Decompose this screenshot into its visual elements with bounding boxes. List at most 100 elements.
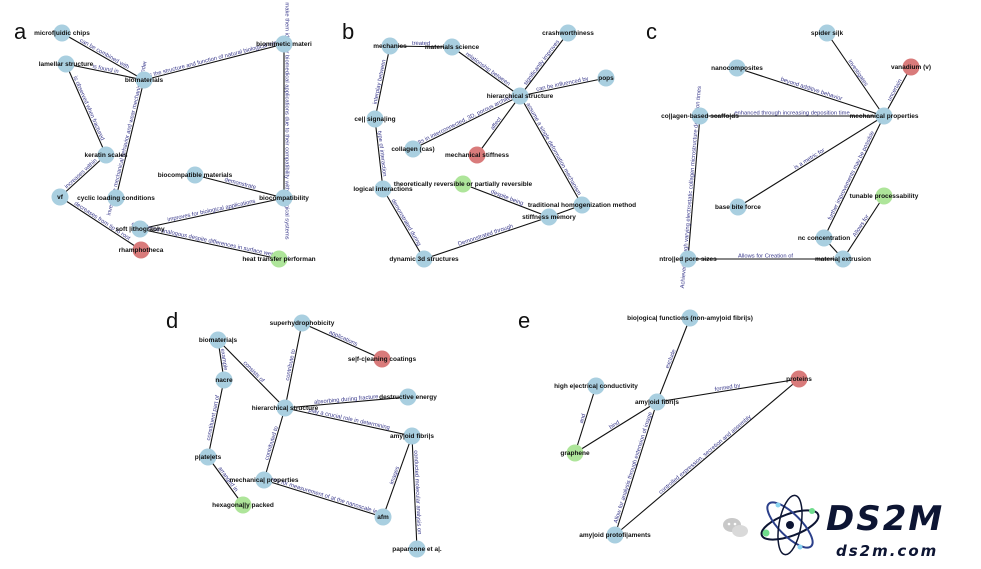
node-heat bbox=[270, 250, 288, 268]
node-label: microf|uidic chips bbox=[34, 30, 90, 37]
node-dyn3d bbox=[415, 250, 433, 268]
node-proteins bbox=[790, 370, 808, 388]
panel-letter: d bbox=[166, 308, 178, 333]
edge-basebite-mechprop bbox=[737, 115, 885, 208]
edge-label: example bbox=[219, 348, 228, 371]
edge-theor-stiffmem bbox=[462, 183, 550, 218]
node-label: heat transfer performan bbox=[242, 256, 315, 263]
edge-logical-dyn3d bbox=[382, 188, 425, 260]
edge-mechprop-afm bbox=[263, 479, 384, 518]
edge-spider-mechprop bbox=[826, 32, 885, 117]
edge-biomat-hier bbox=[217, 339, 286, 409]
node-pops bbox=[597, 69, 615, 87]
node-label: amy|oid fibri|s bbox=[635, 399, 679, 406]
edge-label: investigates bbox=[846, 59, 868, 88]
node-keratin bbox=[97, 146, 115, 164]
edge-hier-mechprop bbox=[263, 407, 286, 481]
node-vf bbox=[51, 188, 69, 206]
node-label: pops bbox=[598, 75, 614, 82]
node-tradhom bbox=[573, 196, 591, 214]
node-label: biomimetic materi bbox=[256, 41, 312, 48]
edge-label: Demonstrated through bbox=[457, 224, 514, 248]
edge-label: formed by bbox=[714, 383, 741, 393]
edge-softlith-heat bbox=[139, 228, 280, 260]
edge-hier-destruct bbox=[284, 396, 409, 409]
node-nanocomp bbox=[728, 59, 746, 77]
node-paparcone bbox=[408, 540, 426, 558]
node-spider bbox=[818, 24, 836, 42]
node-label: logical interactions bbox=[353, 186, 413, 193]
node-label: amy|oid fibri|s bbox=[390, 433, 434, 440]
edge-microfluidic-biomaterials bbox=[61, 32, 145, 81]
node-biocompmat bbox=[186, 166, 204, 184]
edge-hier-amyloid bbox=[284, 407, 413, 437]
edge-label: images bbox=[389, 466, 401, 486]
edge-label: Allows for Creation of bbox=[738, 254, 793, 260]
edge-label: contribute to bbox=[285, 349, 297, 381]
edge-label: constituent part of bbox=[206, 394, 221, 441]
panel-letter: c bbox=[646, 19, 657, 44]
edge-label: increases within bbox=[64, 158, 99, 190]
edge-label: applications bbox=[328, 330, 358, 348]
node-protofil bbox=[606, 526, 624, 544]
node-lamellar bbox=[57, 55, 75, 73]
edge-label: make them ideal for biomedical applicati… bbox=[284, 2, 290, 239]
edge-biomaterials-biomimetic bbox=[143, 43, 285, 81]
node-logical bbox=[374, 180, 392, 198]
panel-d: d applications contribute to consists of exa… bbox=[166, 308, 442, 558]
edge-amyloid-proteins bbox=[656, 378, 800, 403]
edge-amyloid-protofil bbox=[614, 401, 658, 536]
edge-label: beyond additive behavior bbox=[780, 77, 843, 103]
node-label: mechanical properties bbox=[850, 113, 919, 120]
edge-label: is observed when fractured bbox=[72, 75, 105, 141]
node-label: stiffness memory bbox=[522, 214, 576, 221]
node-cellsig bbox=[366, 110, 384, 128]
panel-letter: e bbox=[518, 308, 530, 333]
edge-biofunc-amyloid bbox=[656, 317, 691, 403]
node-tunable bbox=[875, 187, 893, 205]
node-label: high e|ectrica| conductivity bbox=[554, 383, 638, 390]
edge-hier-tradhom bbox=[519, 95, 583, 206]
node-label: afm bbox=[377, 514, 389, 521]
edge-label: bind bbox=[608, 420, 620, 431]
edge-label: and bbox=[579, 413, 588, 424]
node-label: traditional homogenization method bbox=[528, 202, 636, 209]
node-label: hexagona||y packed bbox=[212, 502, 274, 509]
node-label: biomaterials bbox=[125, 77, 164, 84]
node-highcond bbox=[587, 377, 605, 395]
node-label: crashworthiness bbox=[542, 30, 594, 37]
node-label: nanocomposites bbox=[711, 65, 763, 72]
edge-stiffmem-dyn3d bbox=[423, 216, 550, 260]
edge-label: consists of bbox=[242, 360, 266, 384]
node-label: dynamic 3d structures bbox=[389, 256, 459, 263]
watermark-title: DS2M bbox=[826, 499, 944, 539]
edge-label: conducted molecular analysis on bbox=[412, 450, 422, 534]
node-label: keratin scales bbox=[84, 152, 127, 159]
edge-hier-pops bbox=[519, 77, 607, 97]
edge-label: decreases from tip to root bbox=[73, 201, 132, 242]
panel-letter: b bbox=[342, 19, 354, 44]
edge-biocompmat-biocompat bbox=[194, 174, 285, 199]
edge-label: further improvements may be possible bbox=[827, 130, 876, 221]
node-label: lamellar structure bbox=[39, 61, 94, 68]
node-biofunc bbox=[681, 309, 699, 327]
node-hier bbox=[276, 399, 294, 417]
edge-label: demonstrate bbox=[224, 177, 257, 191]
node-ctrlpore bbox=[679, 250, 697, 268]
edge-label: absorbing during fracture bbox=[314, 394, 379, 406]
node-label: destructive energy bbox=[379, 394, 437, 401]
edge-superhyd-selfclean bbox=[301, 322, 383, 360]
node-hier bbox=[511, 87, 529, 105]
node-biomimetic bbox=[275, 35, 293, 53]
node-biocompat bbox=[275, 189, 293, 207]
node-basebite bbox=[729, 198, 747, 216]
edge-vf-rhamph bbox=[59, 196, 142, 251]
edge-lamellar-keratin bbox=[65, 63, 107, 156]
node-label: soft |ithography bbox=[115, 226, 165, 233]
node-label: cyclic loading conditions bbox=[77, 195, 155, 202]
edge-keratin-vf bbox=[59, 154, 107, 198]
edge-label: is found in bbox=[92, 64, 119, 75]
